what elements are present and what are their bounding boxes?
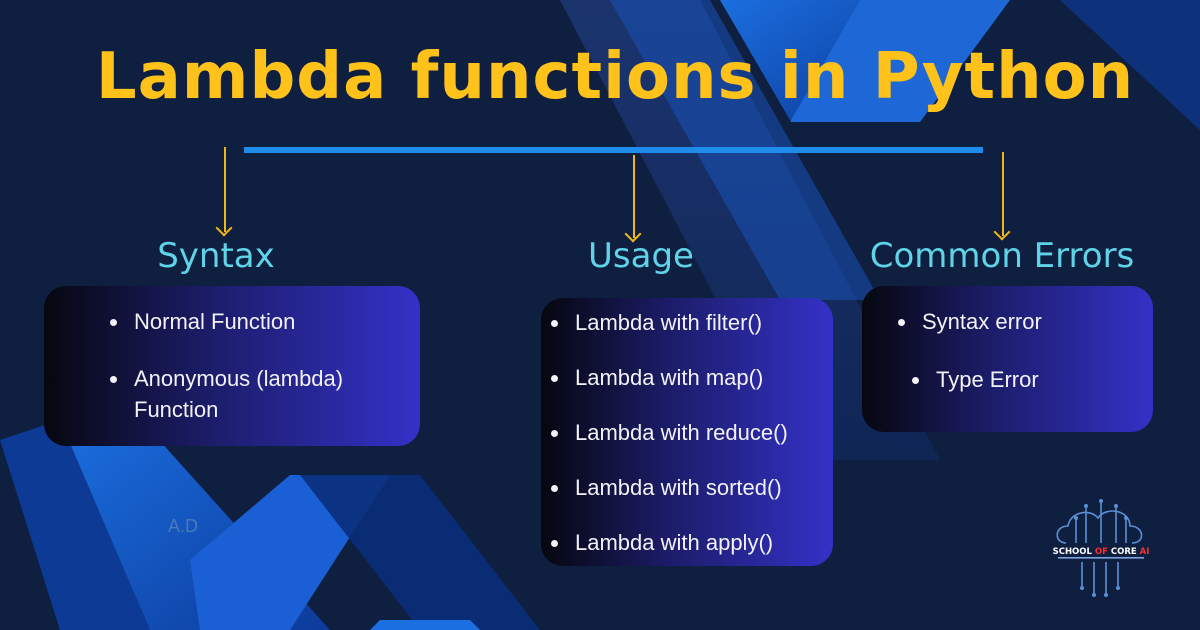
list-item: Lambda with sorted() <box>549 472 825 503</box>
page-title: Lambda functions in Python <box>95 40 1135 114</box>
list-item: Anonymous (lambda) Function <box>108 363 364 425</box>
list-item: Lambda with map() <box>549 362 825 393</box>
syntax-list: Normal Function Anonymous (lambda) Funct… <box>108 306 408 425</box>
list-item: Lambda with filter() <box>549 307 825 338</box>
logo-text: CORE <box>1108 547 1140 557</box>
arrow-down-icon <box>224 147 226 232</box>
logo-text: OF <box>1095 547 1108 557</box>
school-of-core-ai-logo: SCHOOL OF CORE AI <box>1053 499 1150 597</box>
logo-text: AI <box>1140 547 1150 557</box>
usage-list: Lambda with filter() Lambda with map() L… <box>549 307 825 558</box>
syntax-box: Normal Function Anonymous (lambda) Funct… <box>44 286 420 446</box>
section-heading-common-errors: Common Errors <box>869 236 1135 276</box>
list-item: Lambda with apply() <box>549 527 825 558</box>
list-item: Syntax error <box>896 306 1143 337</box>
common-errors-list: Syntax error Type Error <box>896 306 1143 395</box>
arrow-down-icon <box>633 155 635 238</box>
usage-box: Lambda with filter() Lambda with map() L… <box>541 298 833 566</box>
watermark-text: A.D <box>168 516 199 536</box>
logo-text: SCHOOL <box>1053 547 1095 557</box>
section-heading-usage: Usage <box>588 236 694 276</box>
connector-line <box>244 147 983 153</box>
list-item: Lambda with reduce() <box>549 417 825 448</box>
list-item: Normal Function <box>108 306 408 337</box>
svg-text:SCHOOL OF CORE AI: SCHOOL OF CORE AI <box>1053 547 1150 557</box>
list-item: Type Error <box>910 364 1143 395</box>
arrow-down-icon <box>1002 152 1004 236</box>
section-heading-syntax: Syntax <box>157 236 275 276</box>
common-errors-box: Syntax error Type Error <box>862 286 1153 432</box>
